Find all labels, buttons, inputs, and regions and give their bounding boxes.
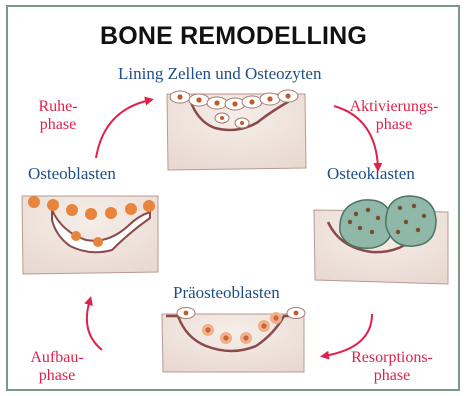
bone-block-bottom <box>162 308 305 373</box>
bone-block-right <box>314 196 448 284</box>
bone-block-top <box>167 90 306 170</box>
arrow-resorption-to-preosteoblasts <box>324 314 372 356</box>
osteoclast-cells <box>340 196 436 248</box>
arrow-build-to-osteoblasts <box>87 300 102 350</box>
arrow-activation-to-osteoclasts <box>334 106 378 168</box>
arrow-rest-to-lining <box>96 100 150 158</box>
bone-block-left <box>22 196 158 274</box>
